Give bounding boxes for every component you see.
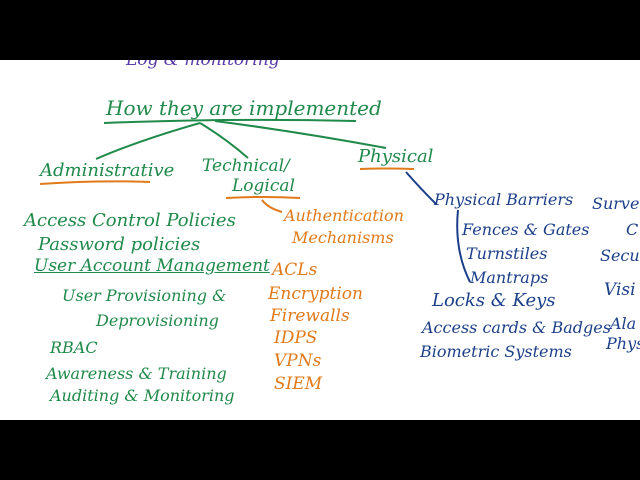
- admin-item-4: User Provisioning &: [62, 286, 227, 305]
- admin-item-3: User Account Management: [34, 256, 270, 276]
- root-underline: [103, 118, 357, 124]
- root-title: How they are implemented: [106, 96, 382, 120]
- right-cut-3: Securi: [600, 246, 640, 265]
- line-to-authentication: [261, 199, 283, 213]
- letterbox-top: [0, 0, 640, 60]
- physical-item-1: Locks & Keys: [432, 290, 556, 311]
- technical-item-4: IDPS: [274, 328, 318, 348]
- barrier-item-1: Fences & Gates: [462, 220, 590, 239]
- cut-top-text: Log & monitoring: [126, 60, 280, 70]
- right-cut-5: Ala: [610, 314, 637, 333]
- line-to-technical: [199, 122, 249, 159]
- administrative-title: Administrative: [40, 160, 175, 181]
- technical-item-2: Encryption: [268, 284, 363, 304]
- admin-item-1: Access Control Policies: [24, 210, 236, 231]
- technical-title-line2: Logical: [232, 176, 295, 196]
- right-cut-2: C: [626, 220, 639, 239]
- technical-underline: [225, 196, 301, 199]
- physical-title: Physical: [358, 146, 434, 167]
- line-to-administrative: [95, 122, 201, 160]
- technical-item-6: SIEM: [274, 374, 323, 394]
- technical-item-3: Firewalls: [270, 306, 350, 326]
- authentication-line2: Mechanisms: [292, 228, 394, 247]
- admin-item-6: RBAC: [50, 338, 98, 357]
- authentication-line1: Authentication: [284, 206, 404, 225]
- right-cut-6: Physi: [606, 334, 640, 353]
- whiteboard: Log & monitoring How they are implemente…: [0, 60, 640, 420]
- barrier-item-2: Turnstiles: [466, 244, 548, 263]
- barrier-item-3: Mantraps: [470, 268, 549, 287]
- right-cut-1: Surveil: [592, 194, 640, 213]
- physical-item-3: Biometric Systems: [420, 342, 572, 361]
- right-cut-4: Visi: [604, 280, 636, 300]
- connector-lines: [39, 118, 471, 283]
- physical-item-2: Access cards & Badges: [422, 318, 611, 337]
- admin-item-7: Awareness & Training: [46, 364, 227, 383]
- admin-item-5: Deprovisioning: [96, 311, 219, 330]
- technical-item-5: VPNs: [274, 351, 322, 371]
- admin-item-2: Password policies: [38, 234, 201, 255]
- line-to-physical: [214, 120, 387, 149]
- technical-item-1: ACLs: [272, 260, 318, 280]
- technical-title-line1: Technical/: [202, 156, 290, 176]
- letterbox-bottom: [0, 420, 640, 480]
- administrative-underline: [39, 180, 151, 185]
- physical-underline: [359, 167, 415, 170]
- admin-item-8: Auditing & Monitoring: [50, 386, 235, 405]
- line-to-barriers: [405, 171, 437, 205]
- barriers-bracket: [456, 209, 471, 283]
- physical-barriers: Physical Barriers: [434, 190, 574, 209]
